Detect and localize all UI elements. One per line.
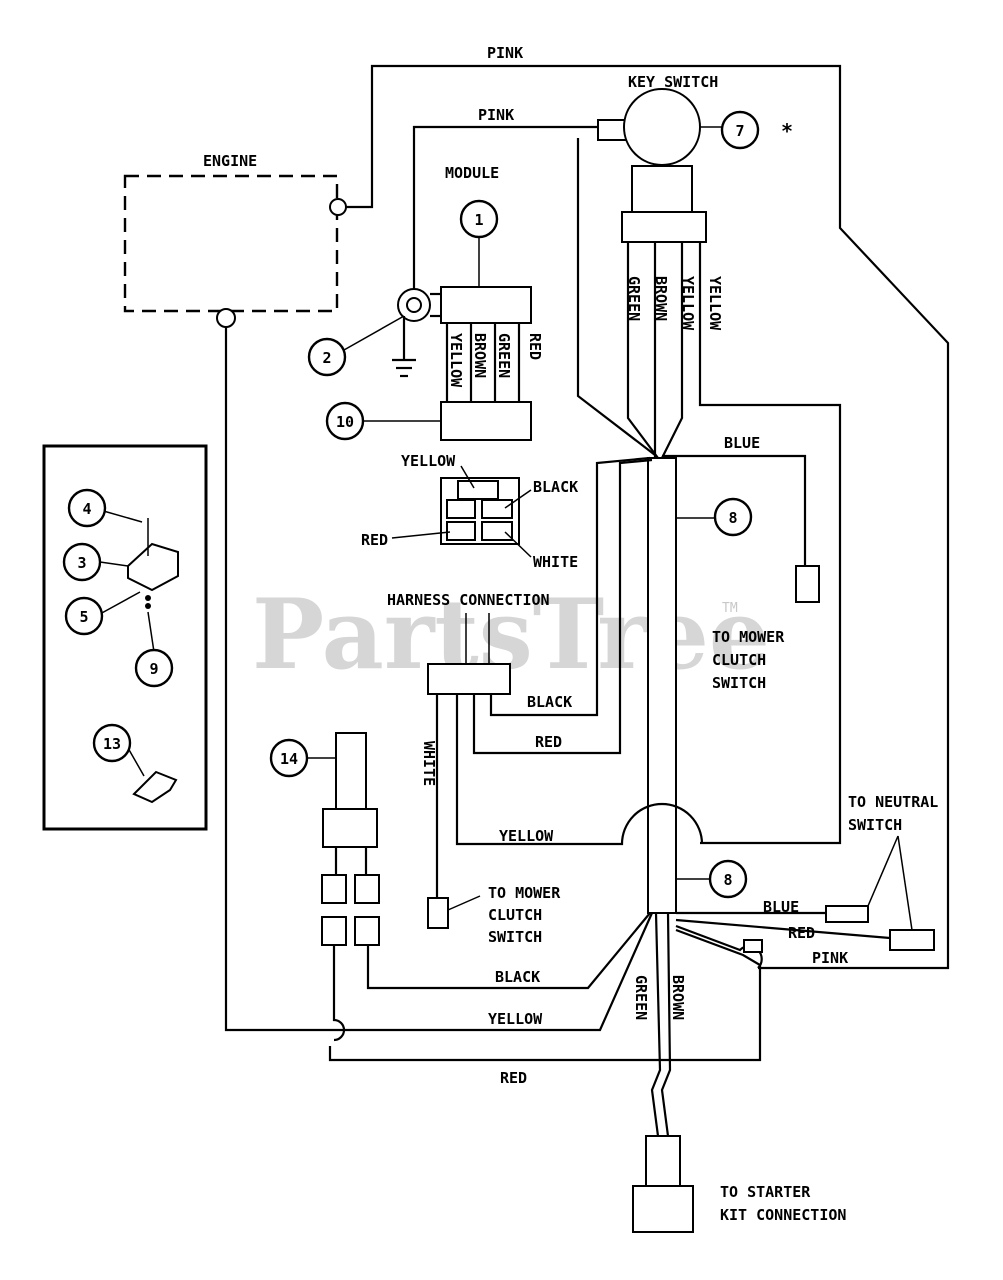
plug-black-label: BLACK xyxy=(533,478,578,496)
blue-top-label: BLUE xyxy=(724,434,760,452)
key-switch xyxy=(597,88,707,243)
svg-text:2: 2 xyxy=(322,349,331,367)
red-lowest-label: RED xyxy=(500,1069,527,1087)
harness-connection-label: HARNESS CONNECTION xyxy=(387,591,550,609)
key-switch-label: KEY SWITCH xyxy=(628,73,718,91)
svg-text:14: 14 xyxy=(280,750,298,768)
engine-label: ENGINE xyxy=(203,152,257,170)
mower-clutch-right-line1: TO MOWER xyxy=(712,628,785,646)
mower-clutch-right-line3: SWITCH xyxy=(712,674,766,692)
callout-10: 10 xyxy=(325,401,441,441)
bracket-icon xyxy=(127,518,179,609)
watermark-trademark: TM xyxy=(722,601,738,616)
callout-8-upper: 8 xyxy=(713,497,753,537)
module xyxy=(397,238,532,441)
pink-bottom-label: PINK xyxy=(812,949,848,967)
clip-icon xyxy=(132,770,178,804)
starter-kit-line2: KIT CONNECTION xyxy=(720,1206,846,1224)
svg-text:1: 1 xyxy=(474,211,483,229)
module-wire-label-yellow: YELLOW xyxy=(447,333,465,388)
callout-1: 1 xyxy=(459,199,499,239)
key-wire-label-yellow-2: YELLOW xyxy=(706,276,724,331)
module-label: MODULE xyxy=(445,164,499,182)
harness-white-label: WHITE xyxy=(420,741,438,786)
plug-yellow-label: YELLOW xyxy=(401,452,456,470)
callout-8-lower: 8 xyxy=(708,859,748,899)
callout-5: 5 xyxy=(64,596,104,636)
pink-top-label: PINK xyxy=(487,44,523,62)
harness-red-label: RED xyxy=(535,733,562,751)
callout-13: 13 xyxy=(92,723,132,763)
pink-wire-key xyxy=(412,125,600,302)
callout-7: 7 xyxy=(720,110,760,150)
connector-14 xyxy=(298,732,651,1042)
engine xyxy=(123,174,347,328)
key-wire-label-green: GREEN xyxy=(625,276,643,321)
neutral-switch-line1: TO NEUTRAL xyxy=(848,793,938,811)
pink-wire-top xyxy=(346,64,950,970)
harness-black-label: BLACK xyxy=(527,693,572,711)
key-wire-label-yellow: YELLOW xyxy=(679,276,697,331)
neutral-switch xyxy=(328,835,935,1062)
pink-key-label: PINK xyxy=(478,106,514,124)
svg-text:7: 7 xyxy=(735,122,744,140)
ground-icon xyxy=(392,316,416,378)
callout-4: 4 xyxy=(67,488,107,528)
svg-text:8: 8 xyxy=(723,871,732,889)
svg-text:9: 9 xyxy=(149,660,158,678)
blue-bottom-label: BLUE xyxy=(763,898,799,916)
key-switch-wires xyxy=(576,138,842,845)
harness-yellow-label: YELLOW xyxy=(499,827,554,845)
harness-connection xyxy=(427,456,704,929)
mower-clutch-left-line1: TO MOWER xyxy=(488,884,561,902)
main-harness xyxy=(647,457,716,914)
plug-white-label: WHITE xyxy=(533,553,578,571)
yellow-bottom-label: YELLOW xyxy=(488,1010,543,1028)
mower-clutch-switch-right xyxy=(662,454,820,603)
svg-text:5: 5 xyxy=(79,608,88,626)
neutral-switch-line2: SWITCH xyxy=(848,816,902,834)
svg-text:8: 8 xyxy=(728,509,737,527)
svg-text:4: 4 xyxy=(82,500,91,518)
inset-parts-box xyxy=(42,444,208,831)
svg-text:10: 10 xyxy=(336,413,354,431)
starter-kit-line1: TO STARTER xyxy=(720,1183,811,1201)
module-wire-label-brown: BROWN xyxy=(471,333,489,378)
red-bottom-label: RED xyxy=(788,924,815,942)
callout-14: 14 xyxy=(269,738,309,778)
module-wire-label-red: RED xyxy=(526,333,544,360)
callout-3: 3 xyxy=(62,542,102,582)
black-bottom-label: BLACK xyxy=(495,968,540,986)
mower-clutch-left-line2: CLUTCH xyxy=(488,906,542,924)
key-wire-label-brown: BROWN xyxy=(652,276,670,321)
starter-kit-connection xyxy=(632,912,694,1233)
asterisk-mark: * xyxy=(781,119,793,143)
green-bottom-label: GREEN xyxy=(632,975,650,1020)
mower-clutch-left-line3: SWITCH xyxy=(488,928,542,946)
svg-text:13: 13 xyxy=(103,735,121,753)
svg-text:3: 3 xyxy=(77,554,86,572)
yellow-wire-engine xyxy=(224,327,654,1032)
module-wire-label-green: GREEN xyxy=(495,333,513,378)
callout-2: 2 xyxy=(307,315,405,377)
mower-clutch-right-line2: CLUTCH xyxy=(712,651,766,669)
brown-bottom-label: BROWN xyxy=(669,975,687,1020)
plug-connector xyxy=(391,465,532,558)
callout-9: 9 xyxy=(134,648,174,688)
plug-red-label: RED xyxy=(361,531,388,549)
